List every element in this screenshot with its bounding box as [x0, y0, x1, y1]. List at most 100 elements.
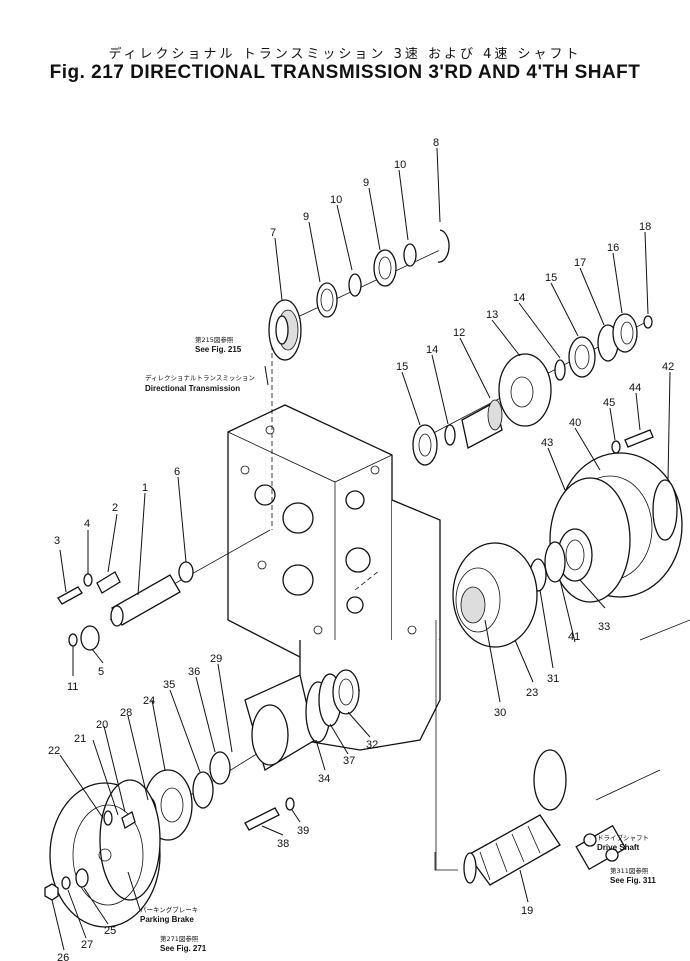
callout-10b: 10: [394, 159, 406, 171]
bolt-44: [624, 429, 654, 448]
callout-9b: 9: [363, 177, 369, 189]
bearing-15-left: [412, 424, 438, 466]
oring-5: [80, 625, 100, 651]
callout-9a: 9: [303, 211, 309, 223]
parking-brake-assembly: [44, 779, 161, 928]
note-directional-jp: ディレクショナルトランスミッション: [145, 373, 255, 382]
callout-3: 3: [54, 535, 60, 547]
bearing-15-right: [568, 336, 596, 378]
callout-7: 7: [270, 227, 276, 239]
note-ref-271-jp: 第271図参照: [160, 934, 199, 943]
callout-35: 35: [163, 679, 175, 691]
callout-22: 22: [48, 745, 60, 757]
callout-2: 2: [112, 502, 118, 514]
callout-41: 41: [568, 631, 580, 643]
note-drive-shaft-en: Drive Shaft: [597, 843, 640, 852]
washer-39: [285, 797, 295, 811]
callout-40: 40: [569, 417, 581, 429]
callout-5: 5: [98, 666, 104, 678]
plate-21: [121, 811, 136, 829]
ring-10-right: [403, 243, 417, 267]
callout-6: 6: [174, 466, 180, 478]
callout-4: 4: [84, 518, 90, 530]
housing-29: [244, 674, 316, 771]
bearing-9-left: [316, 282, 338, 318]
lower-shaft-assembly: [143, 669, 361, 841]
callout-10a: 10: [330, 194, 342, 206]
note-parking-brake-en: Parking Brake: [140, 915, 194, 924]
gear-23: [452, 542, 538, 648]
washer-4: [83, 573, 93, 587]
callout-36: 36: [188, 666, 200, 678]
callout-34: 34: [318, 773, 330, 785]
leader-lines: [51, 147, 671, 951]
hub-12: [461, 399, 503, 449]
callout-1: 1: [142, 482, 148, 494]
middle-shaft-assembly: [412, 313, 653, 466]
snap-ring-8: [437, 229, 450, 263]
note-ref-271-en: See Fig. 271: [160, 944, 207, 953]
ring-14-left: [444, 424, 456, 446]
callout-21: 21: [74, 733, 86, 745]
bolt-22: [103, 810, 113, 826]
callout-28: 28: [120, 707, 132, 719]
callout-11: 11: [67, 681, 78, 693]
bolt-38: [244, 807, 280, 831]
reference-notes: 第215図参照 See Fig. 215 ディレクショナルトランスミッション D…: [127, 335, 656, 953]
callout-45: 45: [603, 397, 615, 409]
callout-29: 29: [210, 653, 222, 665]
figure-title: Fig. 217 DIRECTIONAL TRANSMISSION 3'RD A…: [49, 62, 641, 83]
figure-title-japanese: ディレクショナル トランスミッション 3速 および 4速 シャフト: [108, 47, 582, 62]
seal-35: [192, 771, 214, 809]
spider-joint: [575, 824, 627, 871]
nut-26: [44, 883, 59, 901]
drive-shaft-19: [434, 749, 661, 886]
upper-shaft-assembly: [268, 229, 450, 361]
callout-16: 16: [607, 242, 619, 254]
callout-17: 17: [574, 257, 586, 269]
bearing-32: [332, 669, 360, 715]
callout-44: 44: [629, 382, 641, 394]
callout-24: 24: [143, 695, 155, 707]
callout-27: 27: [81, 939, 93, 951]
ring-36: [209, 751, 231, 785]
shaft-1: [110, 574, 181, 627]
note-ref-311-en: See Fig. 311: [610, 876, 656, 885]
washer-27: [61, 876, 71, 890]
bearing-9-right: [373, 249, 397, 287]
part-25: [75, 868, 89, 888]
callout-numbers: 7 9 10 9 10 8 18 16 17 15 14 13 12 14 15…: [48, 137, 674, 961]
callout-25: 25: [104, 925, 116, 937]
plate-2: [96, 571, 121, 594]
callout-30: 30: [494, 707, 506, 719]
ring-41: [544, 541, 566, 583]
callout-26: 26: [57, 952, 69, 961]
callout-15b: 15: [396, 361, 408, 373]
ring-14-right: [554, 359, 566, 381]
note-ref-215-en: See Fig. 215: [195, 345, 242, 354]
callout-39: 39: [297, 825, 309, 837]
callout-15a: 15: [545, 272, 557, 284]
note-drive-shaft-jp: ドライブシャフト: [597, 833, 649, 842]
callout-32: 32: [366, 739, 378, 751]
gear-13: [498, 353, 552, 427]
note-ref-215-jp: 第215図参照: [195, 335, 234, 344]
note-ref-311-jp: 第311図参照: [610, 866, 649, 875]
callout-14b: 14: [426, 344, 438, 356]
callout-31: 31: [547, 673, 559, 685]
callout-37: 37: [343, 755, 355, 767]
note-parking-brake-jp: パーキングブレーキ: [140, 905, 198, 914]
cap-16: [612, 313, 638, 353]
callout-33: 33: [598, 621, 610, 633]
callout-23: 23: [526, 687, 538, 699]
note-directional-en: Directional Transmission: [145, 384, 240, 393]
callout-14a: 14: [513, 292, 525, 304]
callout-38: 38: [277, 838, 289, 850]
right-cover-assembly: [452, 429, 690, 648]
callout-13: 13: [486, 309, 498, 321]
bolt-3: [57, 586, 83, 605]
callout-8: 8: [433, 137, 439, 149]
ring-10-left: [348, 273, 362, 297]
oring-6: [178, 561, 194, 583]
